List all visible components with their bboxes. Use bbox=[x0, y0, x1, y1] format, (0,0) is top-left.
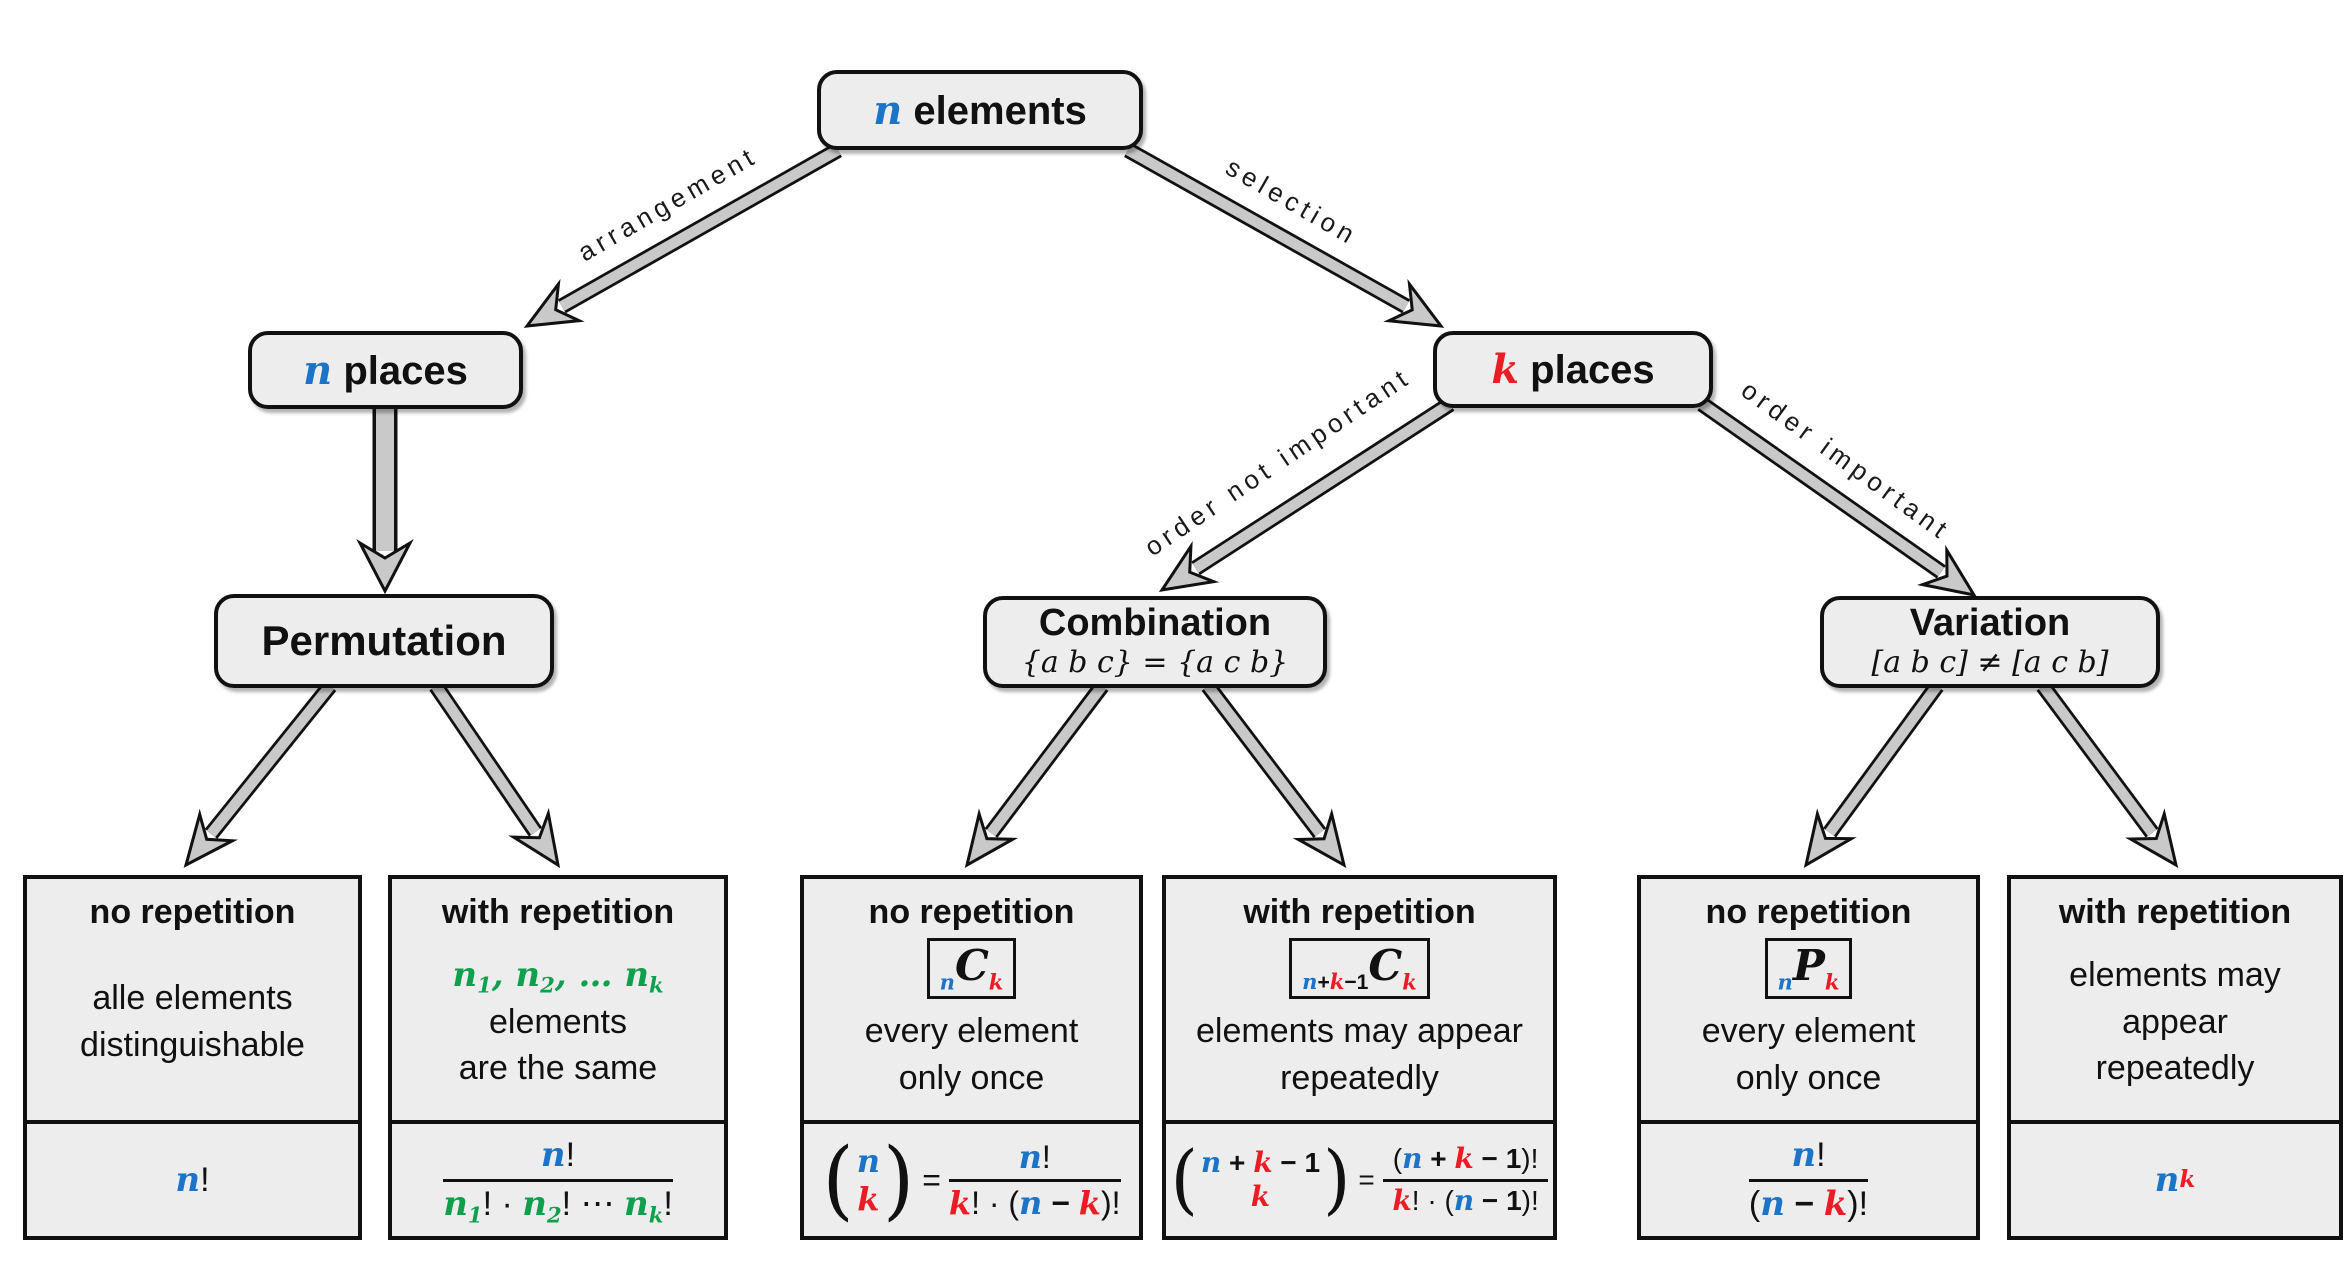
node-combination: Combination {a b c} = {a c b} bbox=[983, 596, 1327, 688]
symbol-nPk: nPk bbox=[1764, 938, 1853, 999]
leaf-header: with repetition bbox=[2058, 893, 2292, 931]
node-variation: Variation [a b c] ≠ [a c b] bbox=[1820, 596, 2160, 688]
edge-combination-to-with-rep bbox=[1201, 681, 1347, 868]
formula-falling-factorial: n!(n − k)! bbox=[1748, 1135, 1869, 1224]
symbol-nCk: nCk bbox=[926, 938, 1017, 999]
node-k-places-label: k places bbox=[1491, 346, 1655, 393]
node-n-places-label: n places bbox=[303, 346, 468, 394]
leaf-header: no repetition bbox=[1705, 893, 1912, 931]
edge-n-places-to-permutation bbox=[356, 406, 414, 595]
node-combination-title: Combination bbox=[1038, 601, 1272, 644]
edge-permutation-to-with-rep bbox=[429, 681, 561, 869]
node-n-elements: n elements bbox=[817, 70, 1143, 150]
symbol-n-plus-k-minus-1-C-k: n+k−1Ck bbox=[1289, 938, 1430, 999]
formula-n-factorial: n! bbox=[175, 1160, 210, 1200]
edge-selection bbox=[1124, 143, 1445, 328]
leaf-header: with repetition bbox=[441, 893, 675, 931]
edge-combination-to-no-rep bbox=[964, 681, 1109, 868]
node-variation-subtitle: [a b c] ≠ [a c b] bbox=[1871, 645, 2109, 681]
node-k-places: k places bbox=[1433, 331, 1713, 408]
edge-order-not-important bbox=[1158, 397, 1455, 593]
edge-variation-to-with-rep bbox=[2036, 681, 2179, 869]
leaf-header: no repetition bbox=[868, 893, 1075, 931]
node-combination-subtitle: {a b c} = {a c b} bbox=[1021, 645, 1289, 681]
edge-permutation-to-no-rep bbox=[183, 680, 337, 868]
leaf-header: with repetition bbox=[1243, 893, 1476, 931]
edge-order-important bbox=[1697, 397, 1978, 598]
edge-arrangement bbox=[523, 143, 842, 328]
node-permutation-title: Permutation bbox=[261, 617, 507, 664]
edge-variation-to-no-rep bbox=[1803, 681, 1944, 869]
formula-multinomial: n!n1! · n2! ⋯ nk! bbox=[443, 1135, 673, 1227]
leaf-header: no repetition bbox=[89, 893, 296, 931]
node-permutation: Permutation bbox=[214, 594, 554, 688]
leaf-combination-with-repetition: with repetition n+k−1Ck elements may app… bbox=[1162, 875, 1557, 1240]
node-n-elements-label: n elements bbox=[873, 86, 1087, 134]
node-variation-title: Variation bbox=[1909, 601, 2071, 644]
node-n-places: n places bbox=[248, 331, 523, 409]
